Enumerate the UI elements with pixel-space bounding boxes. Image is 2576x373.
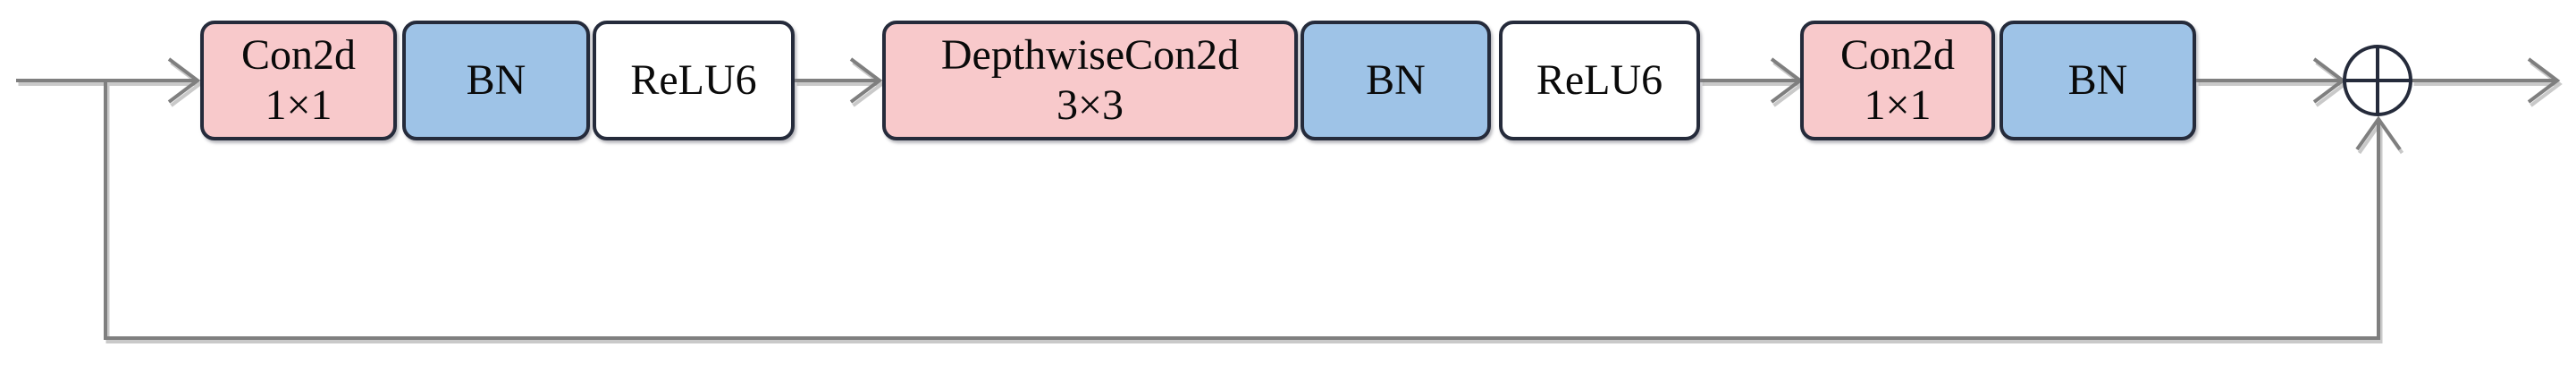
- node-bn-3: BN: [1999, 21, 2196, 140]
- node-label-line1: BN: [2067, 56, 2128, 105]
- node-label-line1: ReLU6: [1536, 56, 1663, 105]
- elementwise-add-icon: [2343, 45, 2412, 116]
- node-bn-2: BN: [1301, 21, 1491, 140]
- node-label-line1: BN: [466, 56, 526, 105]
- node-conv-1x1-project: Con2d 1×1: [1800, 21, 1995, 140]
- output-arrowhead-icon: [2527, 57, 2561, 104]
- node-label-line2: 3×3: [1056, 81, 1124, 129]
- node-conv-1x1-expand: Con2d 1×1: [200, 21, 397, 140]
- node-relu6-2: ReLU6: [1499, 21, 1700, 140]
- node-depthwise-conv: DepthwiseCon2d 3×3: [882, 21, 1298, 140]
- node-label-line1: BN: [1366, 56, 1426, 105]
- node-label-line1: ReLU6: [630, 56, 757, 105]
- node-label-line1: Con2d: [1839, 31, 1955, 80]
- node-bn-1: BN: [402, 21, 590, 140]
- skip-up-arrowhead-icon: [2355, 115, 2402, 151]
- node-label-line1: DepthwiseCon2d: [940, 31, 1240, 80]
- input-arrowhead-icon: [167, 57, 201, 104]
- dwconv-arrowhead-icon: [849, 57, 883, 104]
- node-label-line2: 1×1: [1864, 81, 1932, 129]
- node-label-line2: 1×1: [265, 81, 333, 129]
- skip-connection-line: [104, 81, 2380, 340]
- node-relu6-1: ReLU6: [593, 21, 795, 140]
- node-label-line1: Con2d: [240, 31, 356, 80]
